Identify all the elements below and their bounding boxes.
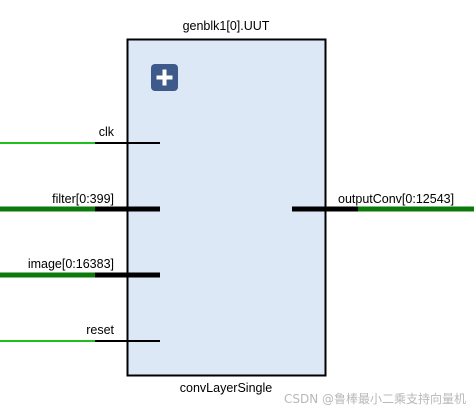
expand-button[interactable] <box>151 64 178 91</box>
outputconv-label: outputConv[0:12543] <box>338 192 454 206</box>
input-port-reset[interactable]: reset <box>0 323 160 342</box>
reset-label: reset <box>86 323 114 337</box>
module-name-label: convLayerSingle <box>180 381 272 395</box>
plus-icon <box>156 69 173 86</box>
input-port-filter[interactable]: filter[0:399] <box>0 192 160 212</box>
filter-label: filter[0:399] <box>52 192 114 206</box>
output-port-outputconv[interactable]: outputConv[0:12543] <box>292 192 474 212</box>
input-port-image[interactable]: image[0:16383] <box>0 257 160 278</box>
input-port-clk[interactable]: clk <box>0 125 160 144</box>
image-label: image[0:16383] <box>28 257 114 271</box>
clk-label: clk <box>99 125 115 139</box>
watermark-text: CSDN @鲁棒最小二乘支持向量机 <box>284 391 466 406</box>
instance-name-label: genblk1[0].UUT <box>183 19 270 33</box>
